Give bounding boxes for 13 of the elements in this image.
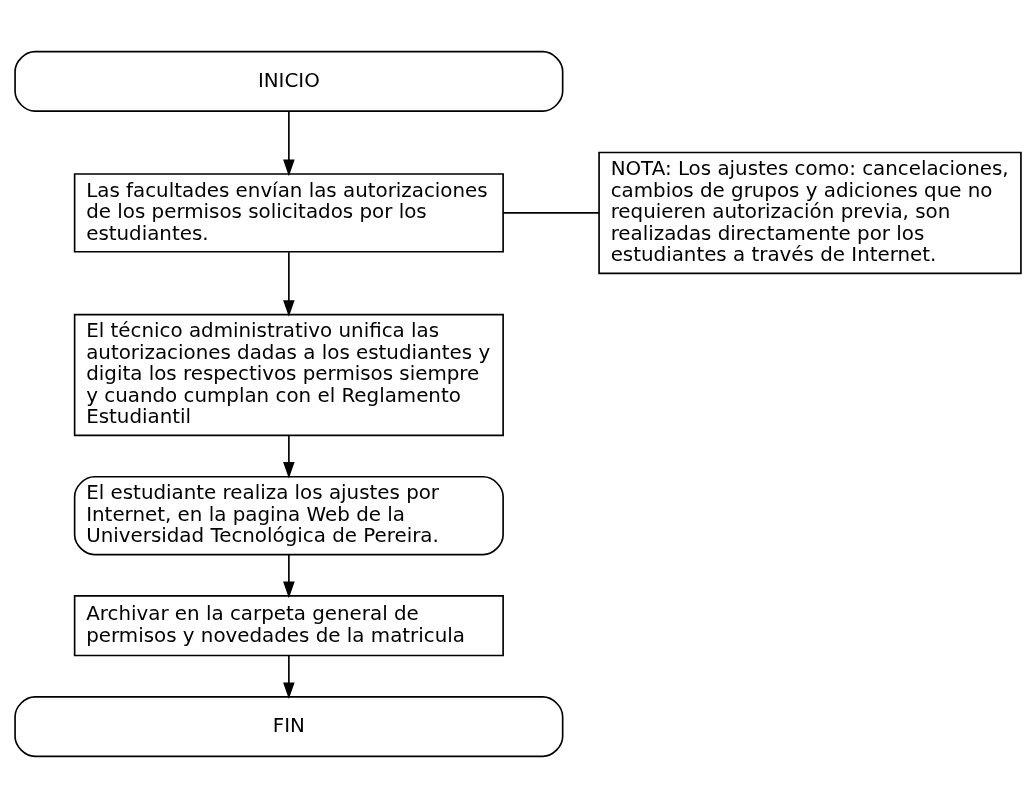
node-box: INICIO [14, 50, 564, 112]
connector [502, 212, 600, 214]
node-box: El estudiante realiza los ajustes por Internet, en la pagina Web de la Universidad Tecnológica de Pereira. [73, 475, 504, 556]
node-box: El técnico administrativo unifica las autorizaciones dadas a los estudiantes y digita los respectivos permisos siempre y cuando cumplan con el Reglamento Estudiantil [73, 313, 504, 437]
node-box: NOTA: Los ajustes como: cancelaciones, cambios de grupos y adiciones que no requieren autorización previa, son realizadas directamente por los estudiantes a través de Internet. [598, 151, 1022, 275]
arrow [283, 553, 295, 599]
node-box: Las facultades envían las autorizaciones de los permisos solicitados por los estudiantes. [73, 173, 504, 253]
arrow [283, 654, 295, 699]
arrow [283, 251, 295, 317]
node-box: FIN [14, 696, 564, 758]
arrow [283, 434, 295, 479]
arrow [283, 110, 295, 177]
node-box: Archivar en la carpeta general de permisos y novedades de la matricula [73, 595, 504, 657]
